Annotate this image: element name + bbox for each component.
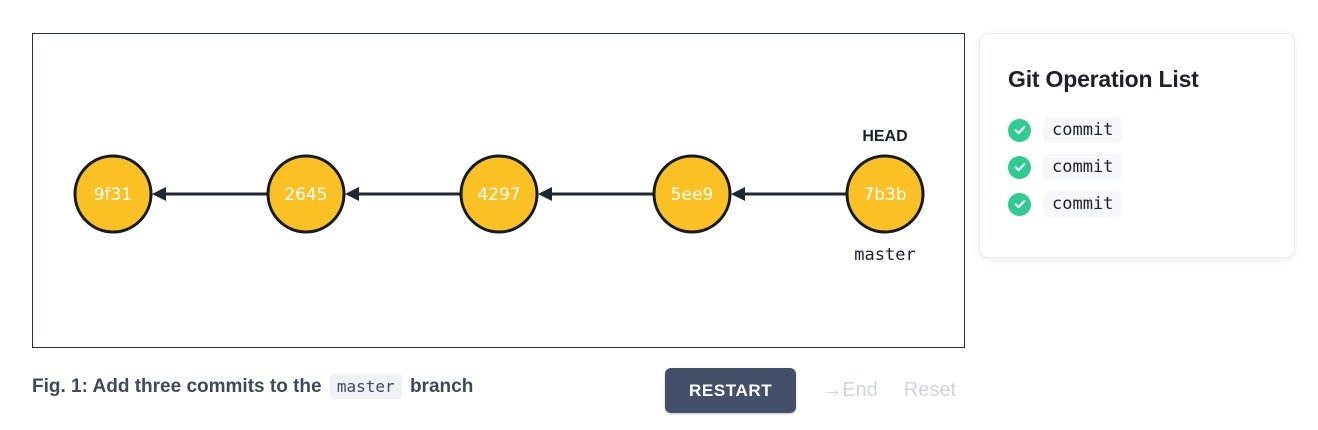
commit-graph-svg: 9f31 2645 4297 5ee9 7b3b HEAD master — [73, 128, 925, 265]
playback-controls: RESTART →End Reset — [665, 368, 956, 413]
operation-label: commit — [1043, 117, 1123, 143]
commit-nodes: 9f31 2645 4297 5ee9 7b3b — [73, 154, 925, 234]
head-pointer-label: HEAD — [862, 128, 907, 145]
git-operation-list-card: Git Operation List commit commit commit — [979, 33, 1295, 258]
go-to-end-button[interactable]: →End — [822, 379, 878, 401]
restart-button[interactable]: RESTART — [665, 368, 797, 413]
commit-edge-arrowhead — [152, 187, 166, 201]
branch-label-master: master — [854, 245, 915, 265]
commit-node-hash: 4297 — [477, 185, 520, 205]
commit-node[interactable]: 9f31 — [73, 154, 153, 234]
commit-node-circle[interactable] — [652, 154, 732, 234]
commit-edges — [152, 187, 847, 201]
operation-label: commit — [1043, 191, 1123, 217]
commit-node-circle[interactable] — [73, 154, 153, 234]
commit-node[interactable]: 4297 — [459, 154, 539, 234]
caption-and-controls-row: Fig. 1: Add three commits to the master … — [32, 368, 992, 413]
commit-node[interactable]: 7b3b — [845, 154, 925, 234]
operation-list-title: Git Operation List — [1008, 66, 1199, 92]
operation-list-item: commit — [1008, 190, 1276, 218]
commit-node-circle[interactable] — [845, 154, 925, 234]
commit-edge-arrowhead — [538, 187, 552, 201]
commit-node-hash: 9f31 — [94, 185, 132, 205]
check-icon — [1008, 192, 1031, 216]
commit-node-hash: 5ee9 — [671, 185, 714, 205]
operation-list: commit commit commit — [1008, 116, 1276, 218]
check-icon — [1008, 155, 1031, 179]
commit-node-hash: 2645 — [284, 185, 327, 205]
check-icon — [1008, 118, 1031, 142]
commit-node-circle[interactable] — [266, 154, 346, 234]
figure-caption: Fig. 1: Add three commits to the master … — [32, 373, 473, 401]
reset-button[interactable]: Reset — [903, 379, 957, 401]
commit-node[interactable]: 2645 — [266, 154, 346, 234]
commit-graph-panel: 9f31 2645 4297 5ee9 7b3b HEAD master — [32, 33, 965, 348]
operation-list-item: commit — [1008, 153, 1276, 181]
figure-caption-code: master — [329, 374, 402, 399]
commit-node[interactable]: 5ee9 — [652, 154, 732, 234]
figure-caption-suffix: branch — [409, 376, 474, 397]
commit-node-circle[interactable] — [459, 154, 539, 234]
commit-node-hash: 7b3b — [863, 185, 906, 205]
commit-edge-arrowhead — [345, 187, 359, 201]
figure-caption-prefix: Fig. 1: Add three commits to the — [32, 376, 322, 397]
operation-label: commit — [1043, 154, 1123, 180]
commit-edge-arrowhead — [731, 187, 745, 201]
operation-list-item: commit — [1008, 116, 1276, 144]
